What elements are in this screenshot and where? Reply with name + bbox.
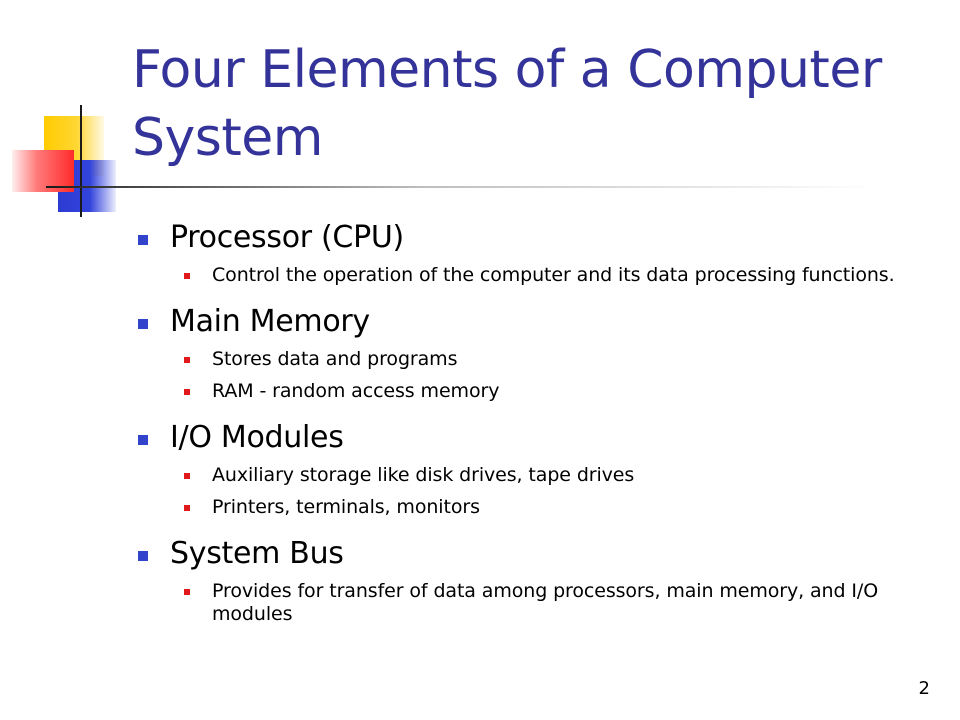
sub-list-item-text: Provides for transfer of data among proc… bbox=[212, 580, 879, 625]
sub-list-item: Auxiliary storage like disk drives, tape… bbox=[184, 464, 952, 487]
square-bullet-icon bbox=[138, 235, 148, 245]
list-item-title: System Bus bbox=[170, 536, 344, 571]
red-square bbox=[12, 150, 74, 192]
decorative-squares-logo bbox=[0, 0, 140, 230]
title-underline bbox=[46, 186, 876, 188]
sub-list-item-text: RAM - random access memory bbox=[212, 380, 500, 402]
list-item: Processor (CPU) Control the operation of … bbox=[138, 216, 930, 287]
slide-title: Four Elements of a Computer System bbox=[132, 40, 882, 168]
sub-list-item-text: Stores data and programs bbox=[212, 348, 458, 370]
square-bullet-icon bbox=[138, 319, 148, 329]
bullet-list: Processor (CPU) Control the operation of … bbox=[0, 216, 960, 635]
sub-list: Auxiliary storage like disk drives, tape… bbox=[170, 464, 930, 519]
sub-list: Provides for transfer of data among proc… bbox=[170, 580, 930, 626]
list-item-title: Processor (CPU) bbox=[170, 220, 404, 255]
square-bullet-icon bbox=[138, 551, 148, 561]
small-square-bullet-icon bbox=[184, 273, 190, 279]
sub-list-item-text: Control the operation of the computer an… bbox=[212, 264, 895, 286]
square-bullet-icon bbox=[138, 435, 148, 445]
list-item-title: I/O Modules bbox=[170, 420, 344, 455]
small-square-bullet-icon bbox=[184, 589, 190, 595]
sub-list-item: Control the operation of the computer an… bbox=[184, 264, 952, 287]
sub-list-item: Stores data and programs bbox=[184, 348, 952, 371]
sub-list-item-text: Printers, terminals, monitors bbox=[212, 496, 480, 518]
vertical-rule bbox=[80, 105, 82, 217]
sub-list-item: RAM - random access memory bbox=[184, 380, 952, 403]
sub-list: Control the operation of the computer an… bbox=[170, 264, 930, 287]
small-square-bullet-icon bbox=[184, 473, 190, 479]
sub-list-item-text: Auxiliary storage like disk drives, tape… bbox=[212, 464, 635, 486]
sub-list-item: Printers, terminals, monitors bbox=[184, 496, 952, 519]
page-number: 2 bbox=[918, 678, 930, 699]
small-square-bullet-icon bbox=[184, 357, 190, 363]
list-item-title: Main Memory bbox=[170, 304, 370, 339]
small-square-bullet-icon bbox=[184, 389, 190, 395]
small-square-bullet-icon bbox=[184, 505, 190, 511]
sub-list-item: Provides for transfer of data among proc… bbox=[184, 580, 952, 626]
